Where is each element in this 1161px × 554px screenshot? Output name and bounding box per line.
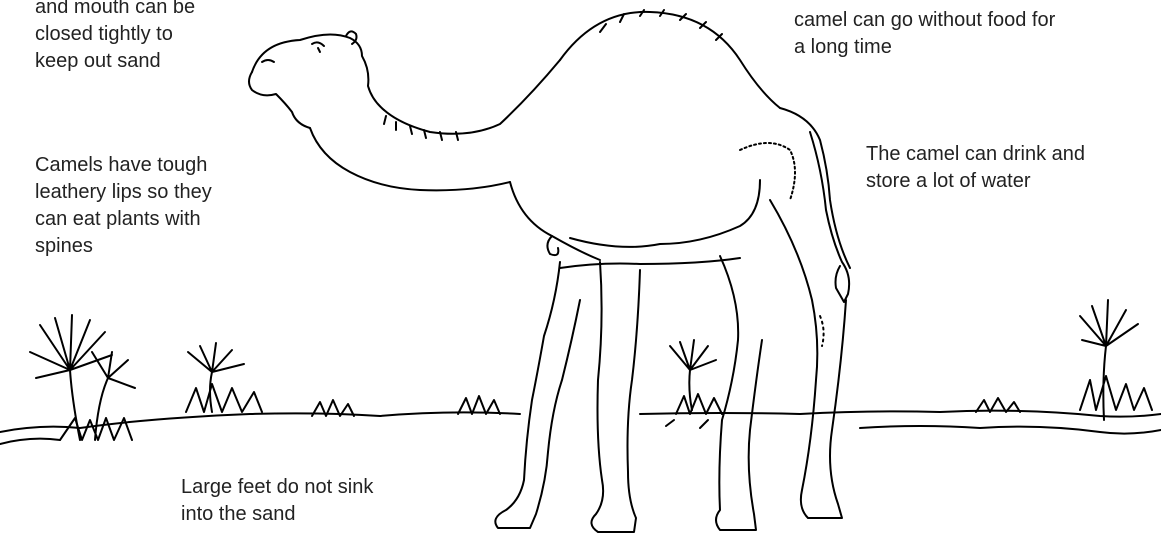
annotation-line: and mouth can be (35, 0, 195, 18)
annotation-water: The camel can drink and store a lot of w… (866, 141, 1085, 195)
desert-plant-right (976, 300, 1152, 420)
desert-plant-left (30, 315, 135, 440)
camel-hump (560, 12, 780, 108)
desert-plant-center (666, 340, 722, 428)
annotation-hump: camel can go without food for a long tim… (794, 7, 1055, 61)
camel-front-leg-left (495, 262, 580, 528)
grass-tuft-small (312, 396, 500, 416)
camel-tail (810, 132, 849, 302)
annotation-feet: Large feet do not sink into the sand (181, 474, 373, 528)
camel-hind-leg-right (770, 200, 846, 518)
annotation-line: leathery lips so they (35, 181, 212, 203)
camel-head (252, 34, 384, 110)
camel-back (780, 108, 850, 268)
camel-belly (510, 182, 600, 260)
camel-neck (310, 128, 510, 190)
annotation-line: closed tightly to (35, 23, 173, 45)
annotation-line: Large feet do not sink (181, 476, 373, 498)
annotation-line: a long time (794, 36, 892, 58)
annotation-line: keep out sand (35, 50, 161, 72)
camel (249, 10, 850, 532)
ground-line (0, 411, 1161, 444)
desert-plant-mid-left (186, 343, 262, 412)
annotation-line: into the sand (181, 503, 296, 525)
annotation-line: camel can go without food for (794, 9, 1055, 31)
annotation-line: store a lot of water (866, 170, 1031, 192)
camel-hind-leg-left (716, 256, 762, 530)
annotation-line: can eat plants with (35, 208, 201, 230)
annotation-lips: Camels have tough leathery lips so they … (35, 152, 212, 260)
annotation-line: The camel can drink and (866, 143, 1085, 165)
annotation-nostrils-mouth: and mouth can be closed tightly to keep … (35, 0, 195, 75)
annotation-line: spines (35, 235, 93, 257)
annotation-line: Camels have tough (35, 154, 207, 176)
camel-front-leg-right (591, 262, 640, 532)
camel-eye (312, 42, 324, 52)
